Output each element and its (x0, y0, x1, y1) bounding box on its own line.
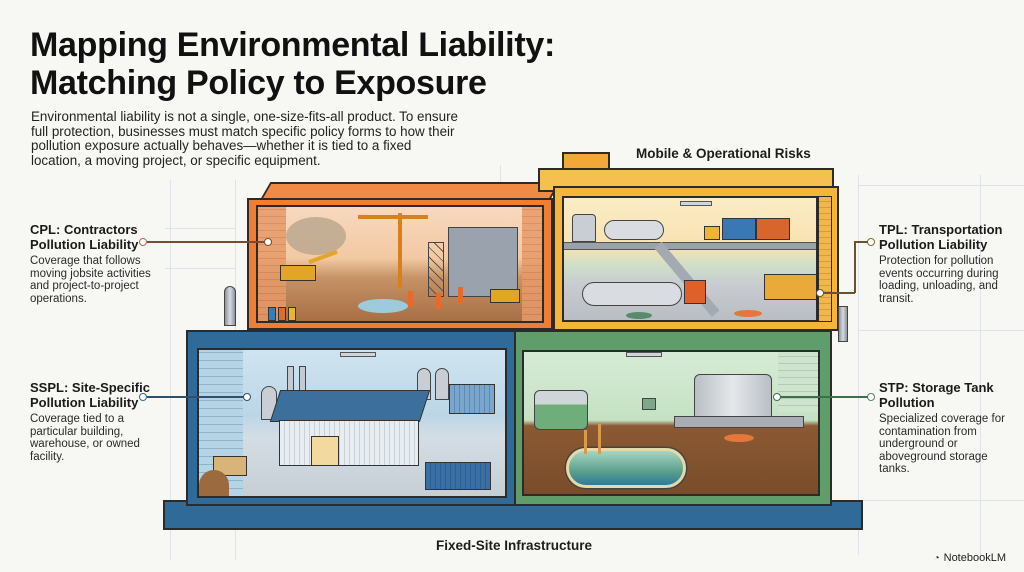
leader-line-cpl (147, 241, 267, 243)
worker-icon (458, 287, 463, 303)
building-under-construction (448, 227, 518, 297)
leader-dot (139, 238, 147, 246)
silo-icon (435, 368, 449, 400)
title-line-1: Mapping Environmental Liability: (30, 26, 555, 64)
leader-line-tpl (855, 241, 868, 243)
callout-sspl-title: SSPL: Site-Specific Pollution Liability (30, 380, 150, 410)
dirt-mound (199, 470, 229, 496)
warehouse-roof (269, 390, 431, 422)
callout-sspl: SSPL: Site-Specific Pollution Liability … (30, 380, 160, 463)
tiled-wall (778, 352, 818, 412)
grid-line (500, 165, 501, 185)
warehouse-building-icon (279, 420, 419, 466)
spill-puddle (626, 312, 652, 319)
brand-label: NotebookLM (943, 552, 1006, 564)
leader-line-stp (780, 396, 868, 398)
barrel-icon (288, 307, 296, 321)
callout-tpl: TPL: Transportation Pollution Liability … (879, 222, 1019, 305)
crane-jib (358, 215, 428, 219)
callout-cpl-description: Coverage that follows moving jobsite act… (30, 255, 151, 305)
leader-dot (139, 393, 147, 401)
leader-line-sspl (147, 396, 247, 398)
ceiling-light-icon (680, 201, 712, 206)
page-title: Mapping Environmental Liability: Matchin… (30, 26, 555, 102)
callout-stp: STP: Storage Tank Pollution Specialized … (879, 380, 1019, 476)
shipping-container-orange (756, 218, 790, 240)
leader-dot (243, 393, 251, 401)
open-tank-icon (534, 390, 588, 430)
callout-sspl-description: Coverage tied to a particular building, … (30, 413, 140, 463)
section-label-fixed: Fixed-Site Infrastructure (436, 538, 593, 553)
truck-cab-icon (704, 226, 720, 240)
title-line-2: Matching Policy to Exposure (30, 64, 487, 102)
brick-wall-left (258, 207, 286, 321)
smoke-cloud (286, 217, 346, 255)
leader-line-tpl (854, 241, 856, 293)
notebooklm-logo-icon: ◔ (933, 552, 940, 564)
tower-crane-icon (398, 213, 402, 289)
grid-line (858, 330, 1024, 331)
leader-dot (264, 238, 272, 246)
callout-stp-description: Specialized coverage for contamination f… (879, 413, 1005, 476)
callout-tpl-title: TPL: Transportation Pollution Liability (879, 222, 1003, 252)
ceiling-light-icon (340, 352, 376, 357)
grid-line (858, 175, 859, 555)
containment-berm (674, 416, 804, 428)
grid-line (858, 500, 1024, 501)
transport-scene (562, 196, 818, 322)
aboveground-tank-icon (694, 374, 772, 424)
brick-wall-right (522, 207, 542, 321)
pallet-boxes-icon (213, 456, 247, 476)
grid-line (165, 268, 235, 269)
spill-puddle (734, 310, 762, 317)
upper-loading-deck (564, 242, 816, 250)
section-label-mobile: Mobile & Operational Risks (636, 146, 811, 161)
leader-dot (867, 238, 875, 246)
callout-cpl: CPL: Contractors Pollution Liability Cov… (30, 222, 160, 305)
pipe (584, 430, 587, 454)
pump-icon (642, 398, 656, 410)
contaminated-water (358, 299, 408, 313)
pipe (598, 424, 601, 454)
callout-stp-title: STP: Storage Tank Pollution (879, 380, 994, 410)
shipping-containers-icon (425, 462, 491, 490)
pipe-right (838, 306, 848, 342)
grid-line (980, 175, 981, 555)
shipping-container-blue (722, 218, 756, 240)
grid-line (165, 228, 235, 229)
leader-dot (773, 393, 781, 401)
grid-line (170, 180, 171, 560)
callout-cpl-title: CPL: Contractors Pollution Liability (30, 222, 139, 252)
truck-cab-icon (684, 280, 706, 304)
pipe-left (224, 286, 236, 326)
worker-icon (436, 293, 441, 309)
leader-line-tpl (822, 292, 855, 294)
leak-puddle (724, 434, 754, 442)
intro-paragraph: Environmental liability is not a single,… (31, 109, 458, 168)
barrel-icon (268, 307, 276, 321)
tanker-trailer-icon (604, 220, 664, 240)
ceiling-light-icon (626, 352, 662, 357)
leader-dot (816, 289, 824, 297)
warehouse-scene (197, 348, 507, 498)
shipping-containers-icon (449, 384, 495, 414)
brand-mark: ◔ NotebookLM (934, 552, 1006, 564)
excavator-icon (280, 265, 316, 281)
storage-silo-icon (572, 214, 596, 242)
excavator-icon (490, 289, 520, 303)
tanker-truck-icon (582, 282, 682, 306)
transport-side-wall (818, 196, 832, 322)
underground-tank-icon (566, 448, 686, 488)
leader-dot (867, 393, 875, 401)
rail-tank-car-icon (764, 274, 816, 300)
worker-icon (408, 291, 413, 307)
construction-scene (256, 205, 544, 323)
grid-line (858, 185, 1024, 186)
tank-scene (522, 350, 820, 496)
barrel-icon (278, 307, 286, 321)
callout-tpl-description: Protection for pollution events occurrin… (879, 255, 999, 305)
scaffold (428, 242, 444, 297)
loading-door (311, 436, 339, 466)
